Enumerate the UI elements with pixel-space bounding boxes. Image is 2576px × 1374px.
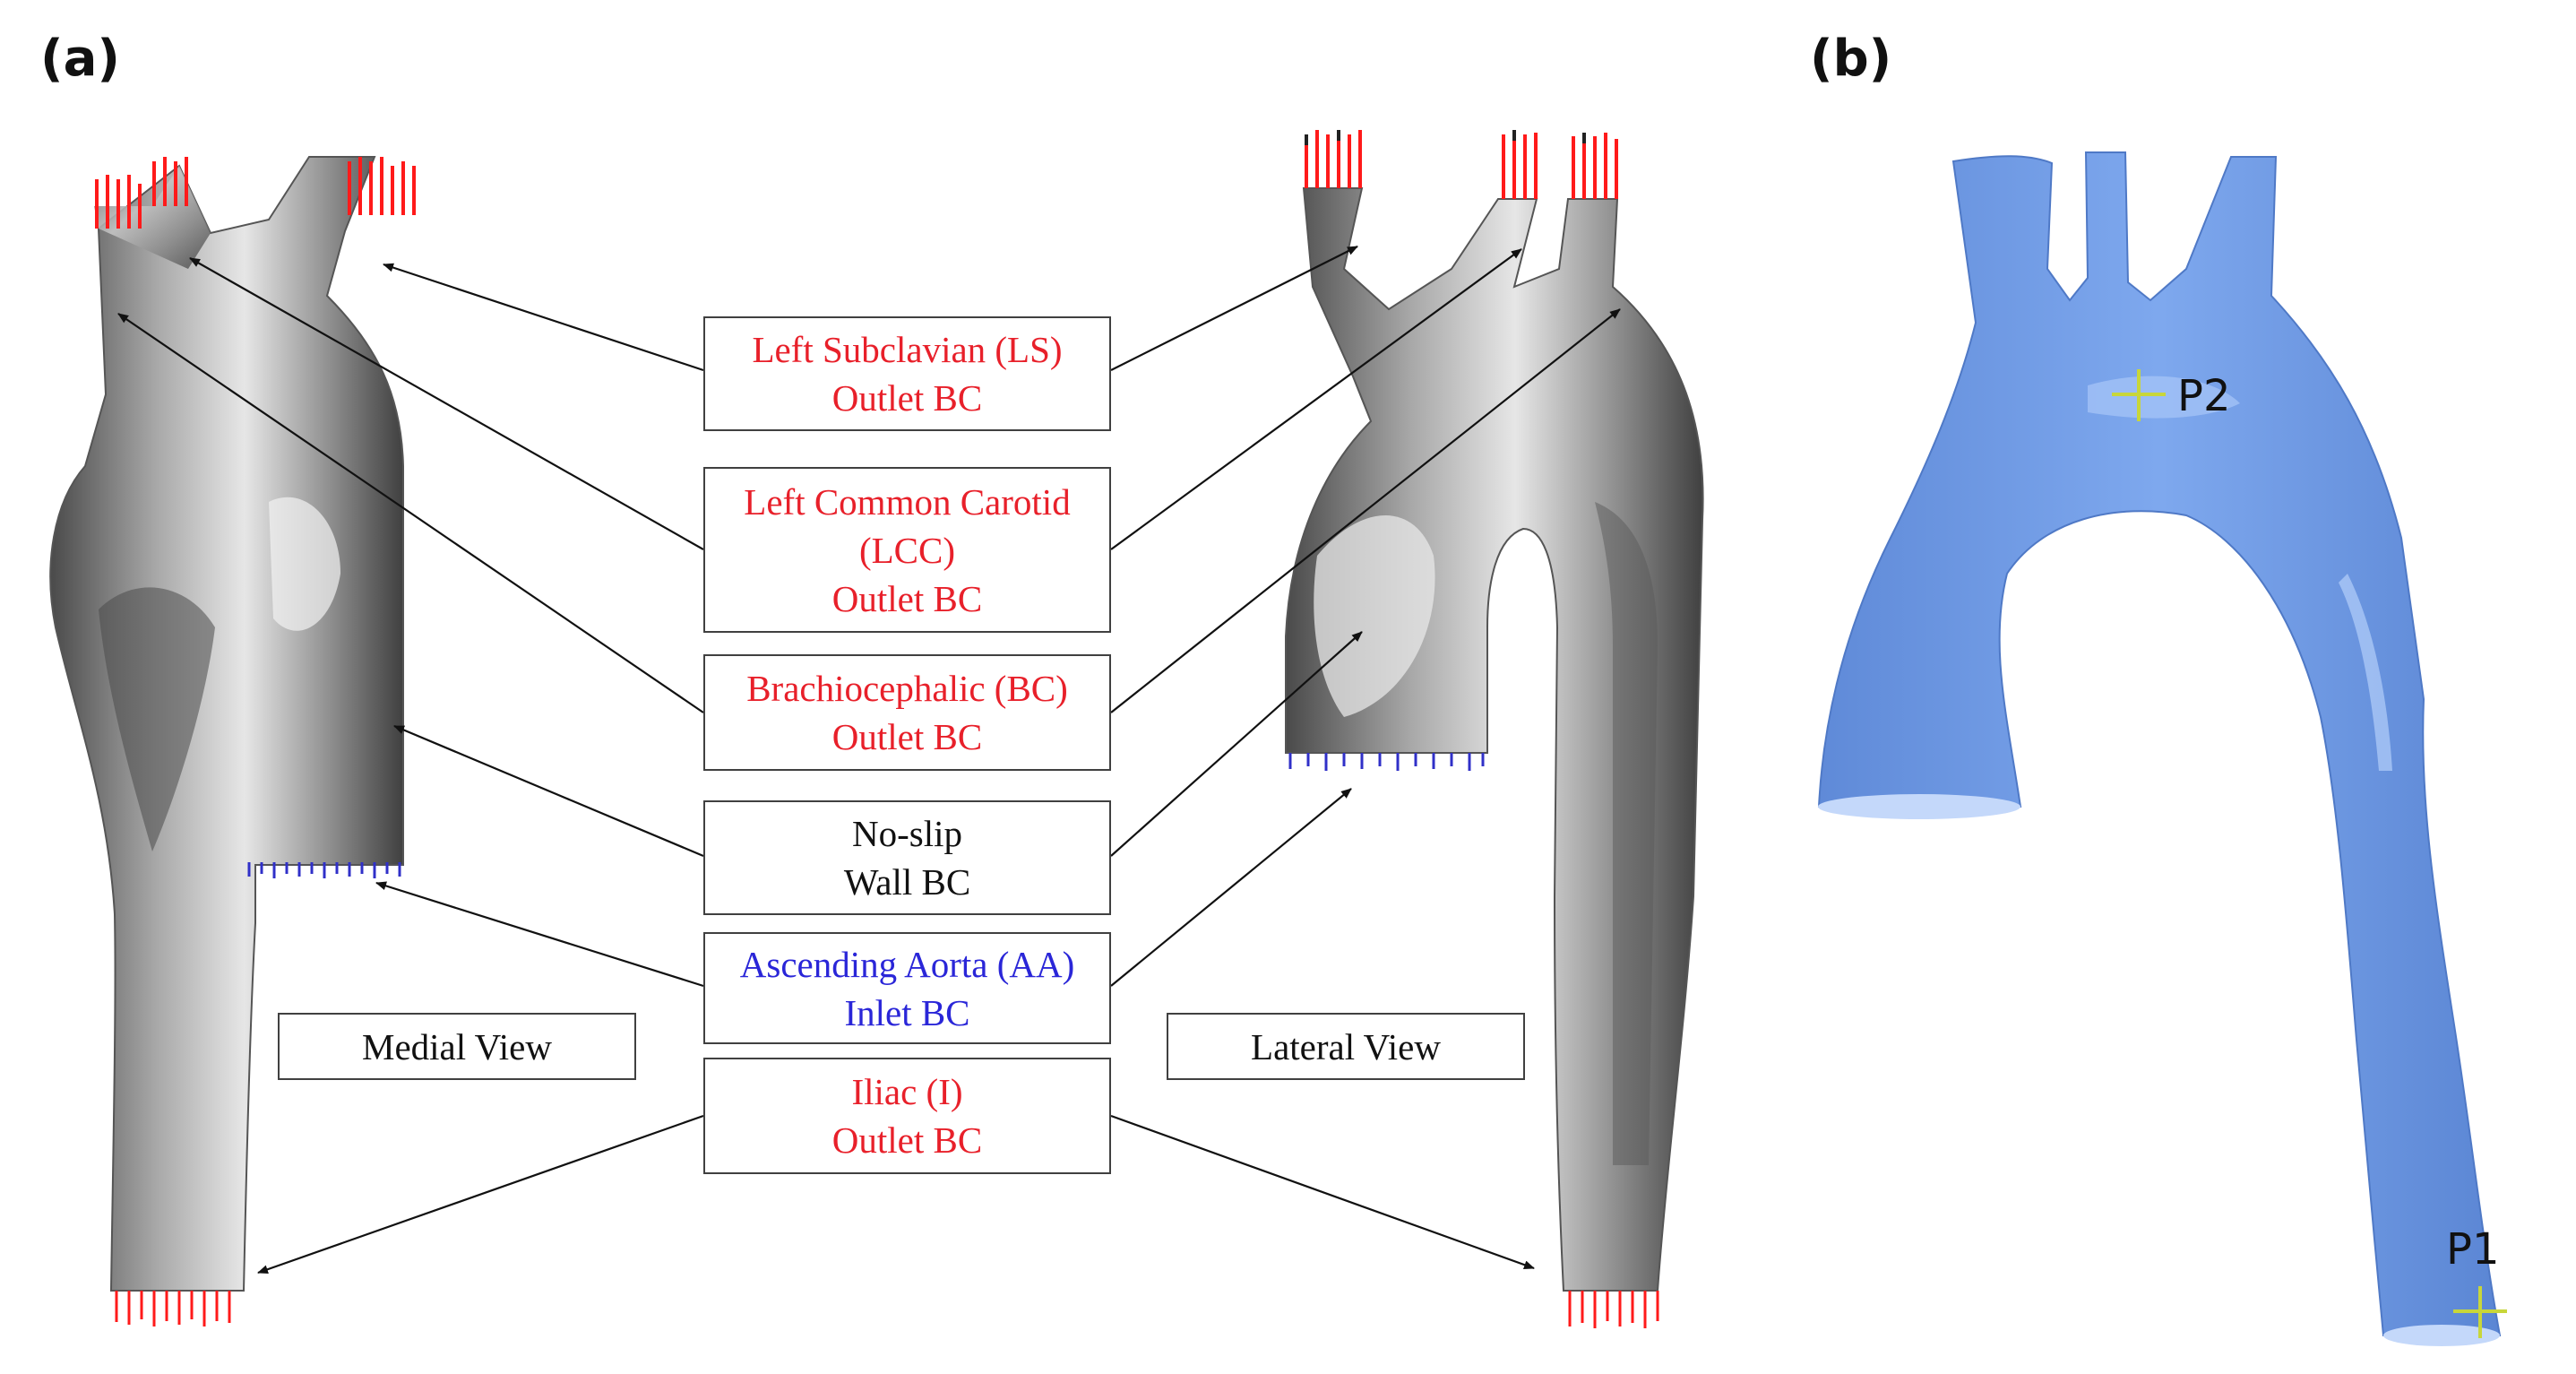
arrow-ls-lateral [1110,246,1358,371]
wall-line2: Wall BC [843,861,971,903]
ls-line2: Outlet BC [831,377,983,419]
blue-vessel [1817,151,2502,1346]
arrow-lcc-lateral [1110,248,1522,550]
wall-line1: No-slip [852,813,962,854]
lateral-outlet-arrow-tips [1305,130,1586,145]
blue-desc-highlight [2339,574,2392,771]
lateral-inlet-arrows [1288,753,1485,771]
medial-outlet-arrows-top [95,157,416,229]
blue-arch-highlight [2088,376,2240,419]
label-box-iliac: Iliac (I) Outlet BC [703,1058,1111,1174]
arrow-ls-medial [383,263,704,372]
lcc-line1: Left Common Carotid [744,480,1071,523]
p1-marker [2453,1286,2507,1338]
lateral-desc-shadow [1595,502,1658,1165]
medial-branch-left-subclavian [94,166,211,269]
aa-line2: Inlet BC [844,991,970,1033]
blue-inlet-face [1818,794,2020,819]
lcc-line3: Outlet BC [831,577,983,619]
medial-aorta-shadow [99,587,215,851]
panel-label-a: (a) [40,30,120,88]
label-box-brachiocephalic: Brachiocephalic (BC) Outlet BC [703,654,1111,771]
blue-outlet-face [2383,1325,2500,1346]
label-box-ascending-aorta: Ascending Aorta (AA) Inlet BC [703,932,1111,1044]
lcc-line2: (LCC) [858,529,956,571]
label-box-wall: No-slip Wall BC [703,800,1111,915]
iliac-line1: Iliac (I) [851,1071,963,1112]
lateral-aorta-body [1285,187,1704,1292]
arrow-wall-medial [393,724,704,858]
lateral-outlet-arrows-top [1305,130,1618,199]
arrow-iliac-medial [257,1114,704,1275]
blue-aorta-body [1817,151,2502,1336]
label-box-left-common-carotid: Left Common Carotid (LCC) Outlet BC [703,467,1111,633]
medial-vessel [49,156,404,1292]
arrow-lcc-medial [189,257,704,550]
leader-arrows [117,246,1621,1275]
arrow-bc-lateral [1110,308,1621,713]
medial-outlet-arrows-bottom [115,1291,231,1326]
label-box-left-subclavian: Left Subclavian (LS) Outlet BC [703,316,1111,431]
arrow-wall-lateral [1110,631,1363,857]
panel-label-b: (b) [1810,30,1892,88]
p1-label: P1 [2446,1224,2500,1275]
bc-line1: Brachiocephalic (BC) [746,668,1068,709]
arrow-bc-medial [117,313,704,713]
lateral-vessel [1285,187,1704,1292]
p2-label: P2 [2177,371,2231,421]
bc-line2: Outlet BC [831,716,983,757]
lateral-asc-highlight [1314,515,1435,717]
aa-line1: Ascending Aorta (AA) [739,943,1075,985]
p2-marker [2112,369,2166,421]
arrow-iliac-lateral [1110,1114,1535,1270]
iliac-line2: Outlet BC [831,1119,983,1161]
ls-line1: Left Subclavian (LS) [752,329,1063,370]
medial-inlet-arrows [247,862,401,878]
arrow-aa-lateral [1110,788,1352,987]
medial-highlight [269,497,340,631]
arrow-aa-medial [375,881,704,988]
lateral-outlet-arrows-bottom [1568,1291,1659,1328]
medial-aorta-body [49,156,404,1292]
lateral-view-label: Lateral View [1167,1013,1525,1080]
medial-view-label: Medial View [278,1013,636,1080]
